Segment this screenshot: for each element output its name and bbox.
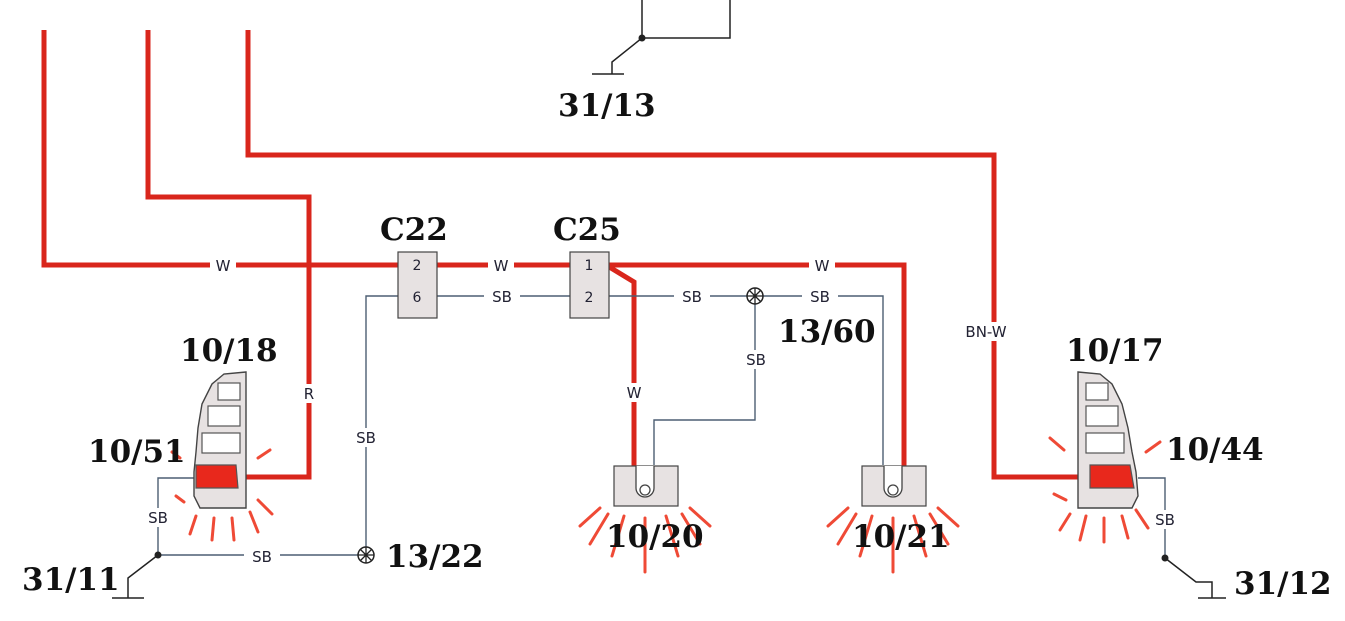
wire-w-left-lamp [604,262,637,472]
ground-31-13-assembly: 31/13 [558,0,731,124]
wire-w-right-lamp [609,262,907,472]
wire-r [145,30,312,480]
wire-label-w-1: W [216,257,231,275]
splice-label-13-22: 13/22 [386,539,484,575]
lamp-label-10-18: 10/18 [180,333,278,369]
left-ground-arm [127,554,159,598]
top-switch-wire [641,0,731,39]
wire-labels: W W W W R BN-W SB SB SB SB SB SB SB SB [140,256,1182,566]
connector-c22-pin-a: 2 [413,258,422,274]
plate-lamp-label-10-21: 10/21 [852,519,950,555]
splice-label-13-60: 13/60 [778,314,876,350]
bulb-10-44 [1089,464,1135,489]
bulb-10-51 [195,464,239,489]
ground-label-31-13: 31/13 [558,88,656,124]
connector-c22[interactable]: C22 2 6 [380,212,448,319]
wire-sb-splice-down [653,296,756,465]
splice-13-60: 13/60 [746,287,876,350]
splice-13-22: 13/22 [357,539,484,575]
wire-label-sb-7: SB [252,548,272,566]
red-harness [41,30,1078,480]
plate-lamp-right[interactable]: 10/21 [826,465,960,574]
connector-c22-pin-b: 6 [413,290,422,306]
ground-label-31-11: 31/11 [22,562,120,598]
ground-label-31-12: 31/12 [1234,566,1332,602]
connector-c25-pin-a: 1 [585,258,594,274]
wire-label-w-4: W [627,384,642,402]
wire-label-w-2: W [494,257,509,275]
wire-label-sb-2: SB [682,288,702,306]
wire-label-sb-4: SB [746,351,766,369]
wire-sb-right-ground [1138,477,1166,558]
wire-label-sb-3: SB [810,288,830,306]
wire-bn-w [245,30,1078,480]
wire-label-sb-1: SB [492,288,512,306]
connector-c25-pin-b: 2 [585,290,594,306]
ground-31-11-assembly: 31/11 [22,551,162,599]
plate-lamp-left[interactable]: 10/20 [578,465,712,574]
bulb-label-10-44: 10/44 [1166,432,1264,468]
wire-label-sb-8: SB [1155,511,1175,529]
wire-label-r: R [304,385,314,403]
lamp-label-10-17: 10/17 [1066,333,1164,369]
connector-label-c22: C22 [380,212,448,248]
wire-label-sb-6: SB [148,509,168,527]
connector-c25[interactable]: C25 1 2 [553,212,621,319]
ground-31-12-assembly: 31/12 [1161,554,1332,602]
bulb-label-10-51: 10/51 [88,434,186,470]
wire-sb-c22-down [365,295,398,555]
wire-w-left [41,30,398,268]
wire-label-w-3: W [815,257,830,275]
plate-lamp-label-10-20: 10/20 [606,519,704,555]
right-ground-arm [1164,557,1213,598]
wire-label-bn-w: BN-W [965,323,1006,341]
top-switch-arm [611,37,643,74]
tail-lamp-left[interactable]: 10/18 10/51 [88,333,278,542]
connector-body-c25 [569,251,610,319]
tail-lamp-right[interactable]: 10/17 10/44 [1048,333,1264,544]
wire-label-sb-5: SB [356,429,376,447]
wire-sb-left-ground [157,477,366,556]
connector-label-c25: C25 [553,212,621,248]
connector-body-c22 [397,251,438,319]
